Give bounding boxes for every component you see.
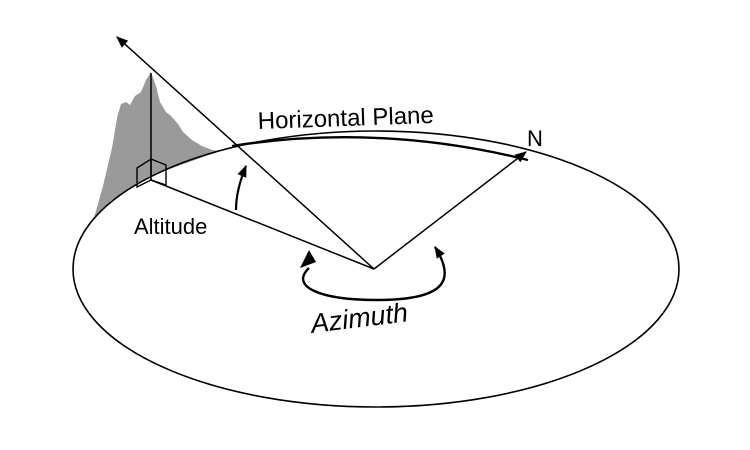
mountain-silhouette <box>94 72 220 218</box>
north-label: N <box>527 126 543 151</box>
azimuth-label: Azimuth <box>307 297 409 339</box>
altitude-label: Altitude <box>134 214 207 239</box>
crescent-moon-icon <box>90 10 112 33</box>
right-angle-marker <box>136 158 167 189</box>
horizontal-plane-label: Horizontal Plane <box>257 102 434 135</box>
north-arrow <box>373 151 527 270</box>
horizontal-plane-ellipse <box>72 130 680 408</box>
azimuth-rotation-arrow <box>302 245 446 302</box>
horizontal-plane-far-rim <box>231 135 529 162</box>
horizontal-projection-line <box>150 179 375 270</box>
azimuth-rotation-arrow-tail <box>300 250 316 268</box>
line-of-sight-arrow <box>116 36 375 270</box>
altitude-arc-arrow <box>234 164 248 211</box>
